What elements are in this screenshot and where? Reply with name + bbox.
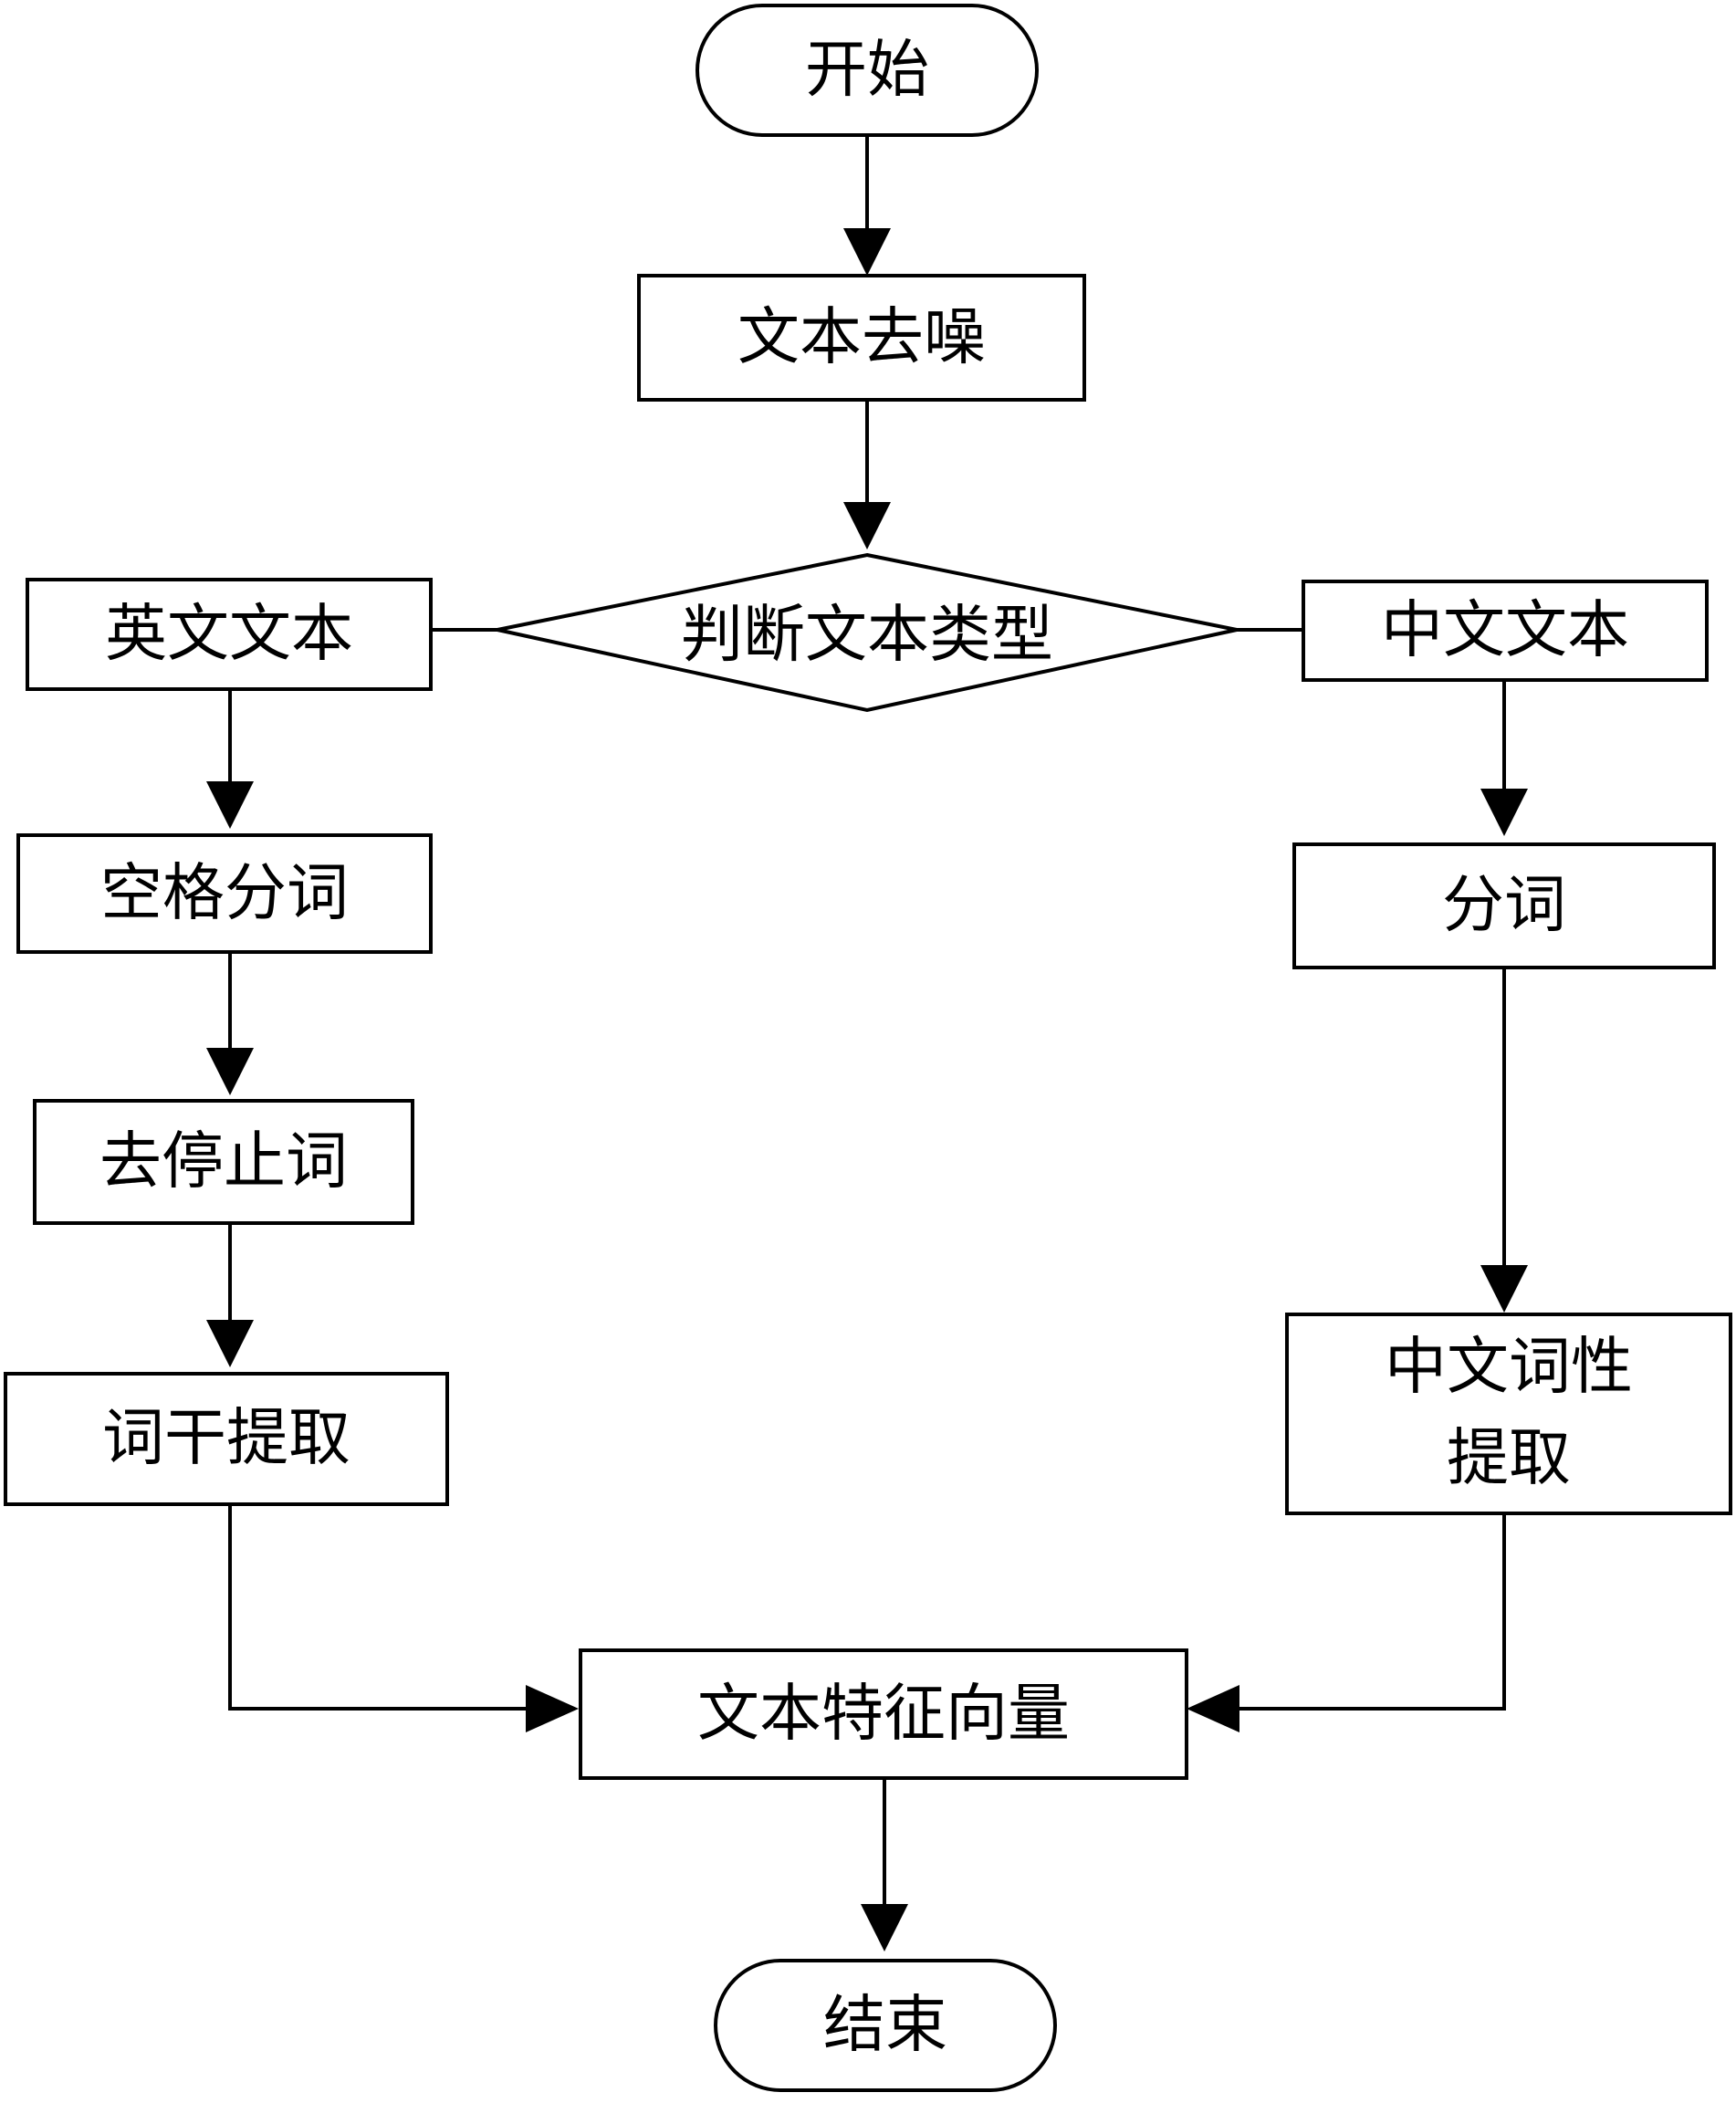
edge-stemming-feature-vector <box>228 1504 528 1711</box>
feature-vector-label: 文本特征向量 <box>697 1679 1070 1751</box>
arrowhead-to-pos-extract <box>1480 1265 1528 1313</box>
node-stemming: 词干提取 <box>4 1372 449 1506</box>
node-chinese: 中文文本 <box>1302 580 1709 682</box>
start-terminal-shape <box>695 4 1039 137</box>
pos-extract-box <box>1285 1313 1732 1515</box>
decision-diamond <box>497 552 1238 713</box>
arrowhead-to-stopwords <box>206 1048 254 1095</box>
node-end: 结束 <box>714 1959 1057 2092</box>
arrowheads <box>206 228 1528 1951</box>
arrowhead-to-denoise <box>843 228 891 276</box>
node-stopwords: 去停止词 <box>33 1099 414 1225</box>
english-box <box>26 578 433 691</box>
edges <box>228 135 1506 1906</box>
segment-label: 分词 <box>1442 870 1566 942</box>
start-label: 开始 <box>805 35 929 107</box>
chinese-label: 中文文本 <box>1381 595 1629 667</box>
node-space-tokenize: 空格分词 <box>16 833 433 954</box>
arrowhead-to-space-tokenize <box>206 781 254 829</box>
arrowhead-to-stemming <box>206 1320 254 1367</box>
stopwords-box <box>33 1099 414 1225</box>
node-pos-extract: 中文词性 提取 <box>1285 1313 1732 1515</box>
space-tokenize-label: 空格分词 <box>100 858 349 930</box>
node-decision: 判断文本类型 <box>497 552 1238 713</box>
stopwords-label: 去停止词 <box>99 1126 348 1198</box>
edge-pos-extract-feature-vector <box>1238 1513 1506 1711</box>
feature-vector-box <box>579 1648 1188 1780</box>
denoise-process-box <box>637 274 1086 402</box>
node-english: 英文文本 <box>26 578 433 691</box>
node-feature-vector: 文本特征向量 <box>579 1648 1188 1780</box>
stemming-box <box>4 1372 449 1506</box>
end-terminal-shape <box>714 1959 1057 2092</box>
denoise-label: 文本去噪 <box>737 302 986 374</box>
chinese-box <box>1302 580 1709 682</box>
stemming-label: 词干提取 <box>102 1403 350 1475</box>
arrowhead-left-to-feature-vector <box>526 1685 579 1732</box>
decision-label: 判断文本类型 <box>681 600 1053 672</box>
pos-extract-label-line2: 提取 <box>1447 1423 1571 1495</box>
arrowhead-to-end <box>861 1904 908 1951</box>
arrowhead-to-decision <box>843 502 891 549</box>
pos-extract-label-line1: 中文词性 <box>1385 1332 1633 1404</box>
arrowhead-to-segment <box>1480 789 1528 836</box>
space-tokenize-box <box>16 833 433 954</box>
arrowhead-right-to-feature-vector <box>1187 1685 1239 1732</box>
node-denoise: 文本去噪 <box>637 274 1086 402</box>
english-label: 英文文本 <box>105 599 353 671</box>
segment-box <box>1292 842 1716 969</box>
node-start: 开始 <box>695 4 1039 137</box>
end-label: 结束 <box>823 1990 947 2062</box>
node-segment: 分词 <box>1292 842 1716 969</box>
